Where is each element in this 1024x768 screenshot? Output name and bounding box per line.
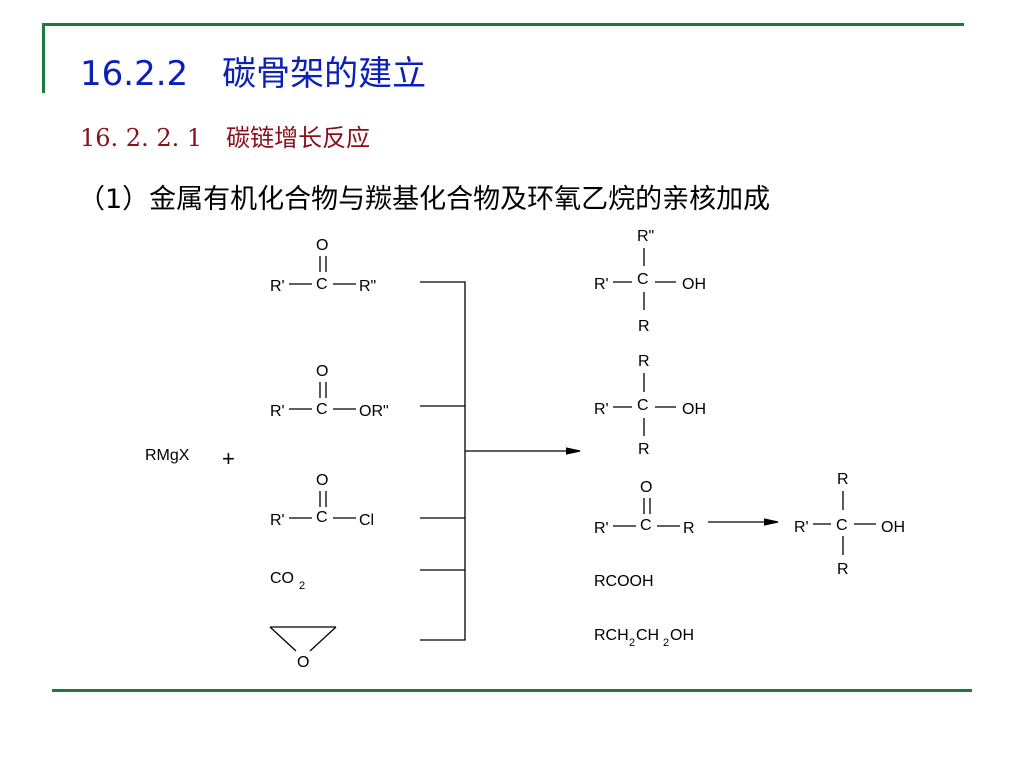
product3-alcohol-carbon: C	[836, 517, 848, 534]
ester-carbon: C	[316, 401, 328, 418]
product3-ketone-oxygen: O	[640, 479, 652, 496]
product1-left-group: R'	[594, 276, 609, 293]
main-reaction-arrow	[465, 447, 581, 455]
ketone-left-group: R'	[270, 278, 285, 295]
bracket-line	[420, 281, 466, 641]
product2-left-group: R'	[594, 401, 609, 418]
reactant-bracket	[420, 281, 466, 641]
co2-label: CO	[270, 570, 294, 587]
product2-bottom-group: R	[638, 441, 650, 458]
ester-left-group: R'	[270, 403, 285, 420]
main-arrow-head	[565, 447, 581, 455]
product1-bottom-group: R	[638, 318, 650, 335]
product5-sub1: 2	[629, 637, 635, 649]
product4-label: RCOOH	[594, 573, 654, 590]
ketone-oxygen: O	[316, 237, 328, 254]
epoxide-left-bond	[269, 626, 297, 652]
secondary-reaction-arrow	[708, 518, 779, 526]
ester-right-group: OR"	[359, 403, 389, 420]
acyl-chloride-structure: O C R' Cl	[270, 472, 374, 529]
product1-top-group: R"	[637, 228, 654, 245]
product5-structure: RCH 2 CH 2 OH	[594, 627, 694, 649]
product5-part2: CH	[636, 627, 659, 644]
frame-bottom-rule	[52, 689, 972, 692]
slide-title: 16.2.2 碳骨架的建立	[80, 54, 427, 94]
acyl-chloride-oxygen: O	[316, 472, 328, 489]
ester-oxygen: O	[316, 363, 328, 380]
product2-right-group: OH	[682, 401, 706, 418]
frame-left-rule	[42, 23, 45, 93]
product1-right-group: OH	[682, 276, 706, 293]
product3-alcohol-bottom-group: R	[837, 561, 849, 578]
section-heading: （1）金属有机化合物与羰基化合物及环氧乙烷的亲核加成	[78, 184, 771, 215]
co2-structure: CO 2	[270, 570, 305, 592]
plus-sign: +	[222, 446, 235, 471]
ester-structure: O C R' OR"	[270, 363, 389, 420]
product5-sub2: 2	[663, 637, 669, 649]
epoxide-structure: O	[269, 626, 337, 671]
product2-structure: R C R' OH R	[594, 353, 706, 458]
product5-part1: RCH	[594, 627, 629, 644]
acyl-chloride-left-group: R'	[270, 512, 285, 529]
product5-part3: OH	[670, 627, 694, 644]
ketone-right-group: R"	[359, 278, 376, 295]
slide-subtitle: 16. 2. 2. 1 碳链增长反应	[80, 124, 371, 152]
product1-carbon: C	[637, 271, 649, 288]
product2-top-group: R	[638, 353, 650, 370]
frame-top-rule	[42, 23, 964, 26]
product3-alcohol-structure: R C R' OH R	[794, 471, 905, 578]
product3-ketone-right-group: R	[683, 520, 695, 537]
product3-ketone-carbon: C	[640, 517, 652, 534]
co2-subscript: 2	[299, 580, 305, 592]
product3-ketone-structure: O C R' R	[594, 479, 695, 537]
ketone-structure: O C R' R"	[270, 237, 376, 295]
acyl-chloride-carbon: C	[316, 509, 328, 526]
epoxide-oxygen: O	[297, 654, 309, 671]
product1-structure: R" C R' OH R	[594, 228, 706, 335]
product3-alcohol-right-group: OH	[881, 519, 905, 536]
product3-alcohol-left-group: R'	[794, 519, 809, 536]
reagent-label: RMgX	[145, 447, 190, 464]
acyl-chloride-right-group: Cl	[359, 512, 374, 529]
product3-alcohol-top-group: R	[837, 471, 849, 488]
product3-ketone-left-group: R'	[594, 520, 609, 537]
secondary-arrow-head	[763, 518, 779, 526]
ketone-carbon: C	[316, 276, 328, 293]
epoxide-right-bond	[309, 626, 337, 652]
product2-carbon: C	[637, 397, 649, 414]
